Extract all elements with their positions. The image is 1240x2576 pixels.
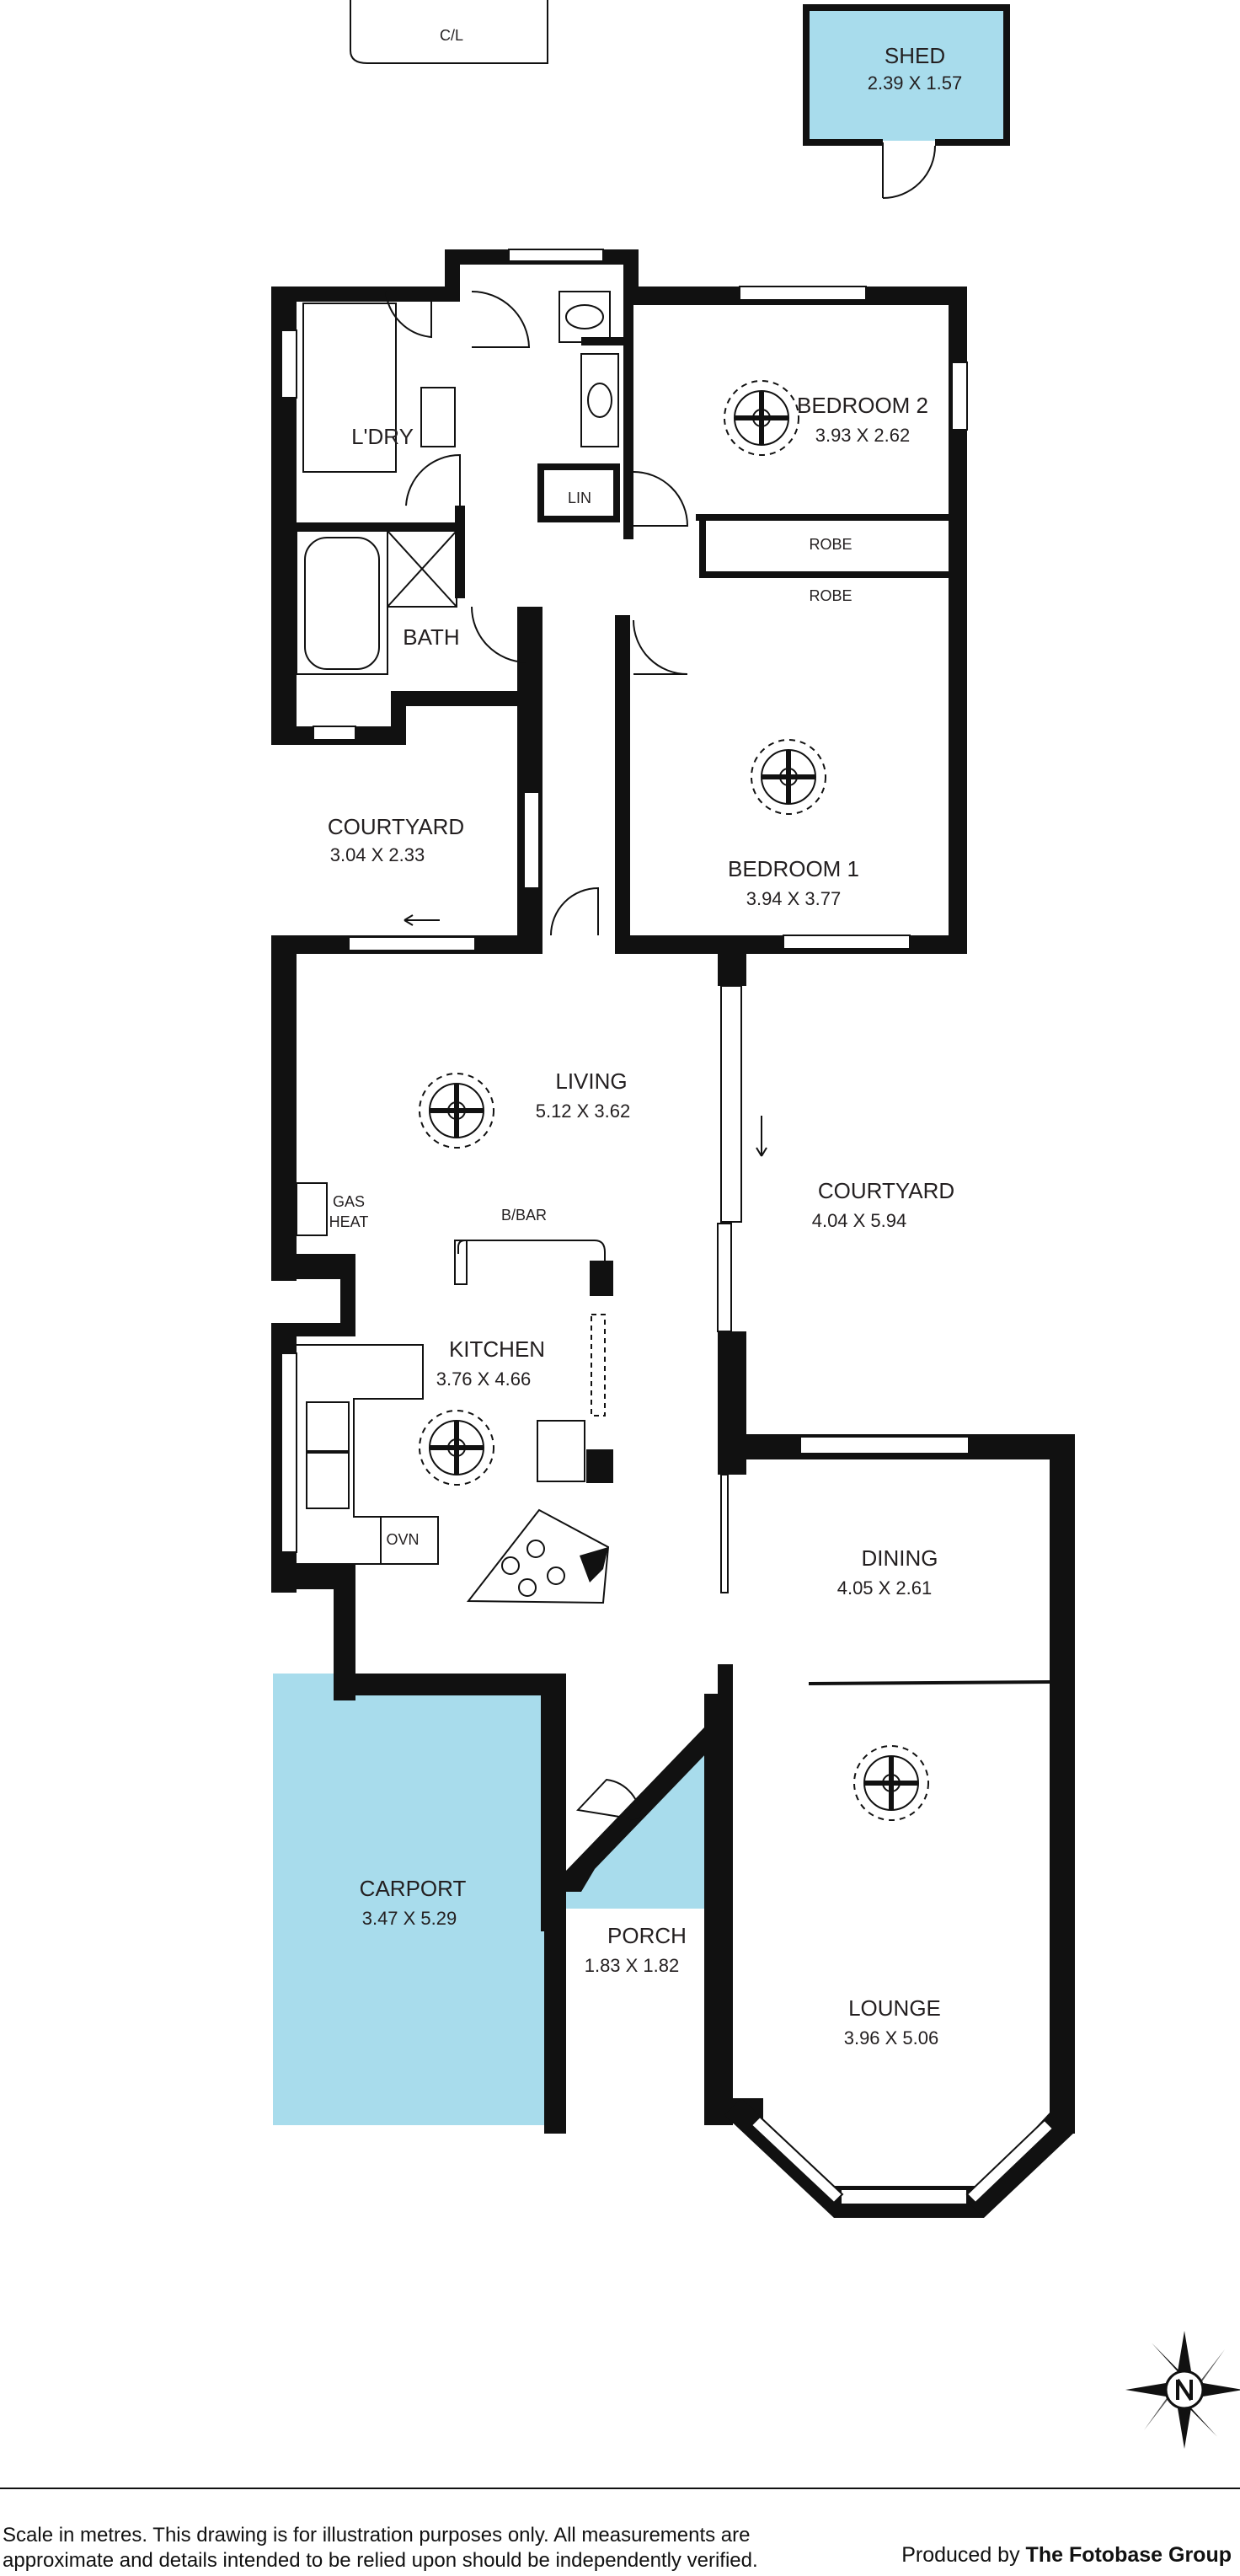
arrow-icon [756, 1116, 767, 1157]
laundry-label: L'DRY [351, 424, 414, 449]
ceiling-fan-icon [853, 1745, 929, 1821]
outdoor-areas [273, 1674, 709, 2125]
clothesline-label: C/L [440, 27, 463, 44]
breakfast-bar-dash [591, 1314, 606, 1417]
fridge-space [537, 1420, 585, 1482]
lounge-dims: 3.96 X 5.06 [844, 2027, 939, 2048]
fixtures [296, 291, 767, 1604]
cooktop-corner [580, 1547, 608, 1583]
vanity [580, 353, 619, 447]
clothesline: C/L [350, 0, 548, 64]
breakfast-bar [457, 1240, 606, 1262]
bedroom2-dims: 3.93 X 2.62 [815, 425, 911, 446]
shed-label: SHED [885, 43, 945, 68]
shower-base [387, 530, 457, 608]
dining-dims: 4.05 X 2.61 [837, 1577, 933, 1599]
door-swing-icon [385, 291, 432, 339]
door-swing-icon [882, 142, 936, 199]
living-dims: 5.12 X 3.62 [536, 1101, 631, 1122]
oven-label: OVN [386, 1531, 419, 1548]
cooktop-burner [518, 1578, 537, 1597]
bedroom2-label: BEDROOM 2 [797, 393, 928, 418]
ceiling-fan-icon [724, 380, 799, 456]
gas-heat-label-1: GAS [333, 1193, 365, 1210]
porch-label: PORCH [607, 1923, 687, 1948]
door-swing-icon [471, 291, 531, 348]
robe-label-upper: ROBE [809, 536, 852, 553]
bathtub-icon [296, 530, 388, 675]
post [590, 1261, 613, 1296]
bedroom1-dims: 3.94 X 3.77 [746, 888, 842, 909]
oven-unit [380, 1516, 439, 1565]
door-swing-icon [405, 453, 461, 506]
ceiling-fan-icon [419, 1410, 494, 1486]
linen-label: LIN [568, 490, 591, 506]
basin-icon [587, 383, 612, 418]
windows [281, 249, 1055, 2205]
shower-diagonal-2 [387, 530, 457, 608]
cooktop-burner [547, 1566, 565, 1585]
cooktop-burner [526, 1540, 545, 1558]
door-swings [385, 291, 689, 1822]
porch-area [566, 1750, 709, 1909]
courtyard-west-dims: 3.04 X 2.33 [330, 844, 425, 865]
door-swing-icon [471, 606, 526, 664]
kitchen-label: KITCHEN [449, 1336, 545, 1362]
toilet-cistern [559, 291, 611, 343]
carport-label: CARPORT [360, 1876, 467, 1901]
breakfast-bar-end [454, 1240, 468, 1285]
credit-company: The Fotobase Group [1025, 2543, 1232, 2567]
laundry-bench [302, 303, 397, 473]
compass-rose-icon [1125, 2331, 1240, 2449]
courtyard-east-dims: 4.04 X 5.94 [812, 1210, 907, 1231]
credit-prefix: Produced by [901, 2543, 1020, 2567]
shed: SHED 2.39 X 1.57 [803, 4, 1010, 199]
footer-divider [0, 2488, 1240, 2489]
post-2 [586, 1449, 613, 1483]
sink-icon [306, 1401, 350, 1452]
door-swing-icon [633, 619, 688, 675]
kitchen-dims: 3.76 X 4.66 [436, 1368, 532, 1390]
arrow-icon [404, 914, 440, 926]
door-swing-icon [550, 886, 599, 936]
gas-heat-label-2: HEAT [329, 1213, 369, 1230]
porch-dims: 1.83 X 1.82 [585, 1955, 680, 1976]
ceiling-fan-icon [751, 739, 826, 815]
courtyard-west-label: COURTYARD [328, 814, 464, 839]
shed-dims: 2.39 X 1.57 [868, 72, 963, 94]
door-swing-icon [575, 1778, 642, 1822]
breakfast-bar-label: B/BAR [501, 1207, 547, 1224]
robe-label-lower: ROBE [809, 587, 852, 604]
ceiling-fans [419, 380, 929, 1821]
living-label: LIVING [555, 1068, 627, 1094]
cooktop-burner [501, 1556, 520, 1575]
courtyard-east-label: COURTYARD [818, 1178, 954, 1203]
room-labels: L'DRY BATH LIN BEDROOM 2 3.93 X 2.62 ROB… [328, 393, 954, 2048]
dining-label: DINING [862, 1545, 938, 1571]
disclaimer-text: Scale in metres. This drawing is for ill… [3, 2524, 758, 2572]
sink-bowl-2 [306, 1452, 350, 1509]
bathtub-inner [304, 537, 380, 670]
bath-label: BATH [403, 624, 459, 650]
laundry-tub [420, 387, 456, 447]
gas-heater [296, 1182, 328, 1236]
ceiling-fan-icon [419, 1073, 494, 1149]
bedroom1-label: BEDROOM 1 [728, 856, 859, 881]
toilet-icon [565, 304, 604, 329]
carport-dims: 3.47 X 5.29 [362, 1908, 457, 1929]
lounge-label: LOUNGE [848, 1995, 941, 2021]
carport-area [273, 1674, 544, 2125]
door-swing-icon [633, 471, 689, 527]
producer-credit: Produced by The Fotobase Group [901, 2543, 1232, 2568]
